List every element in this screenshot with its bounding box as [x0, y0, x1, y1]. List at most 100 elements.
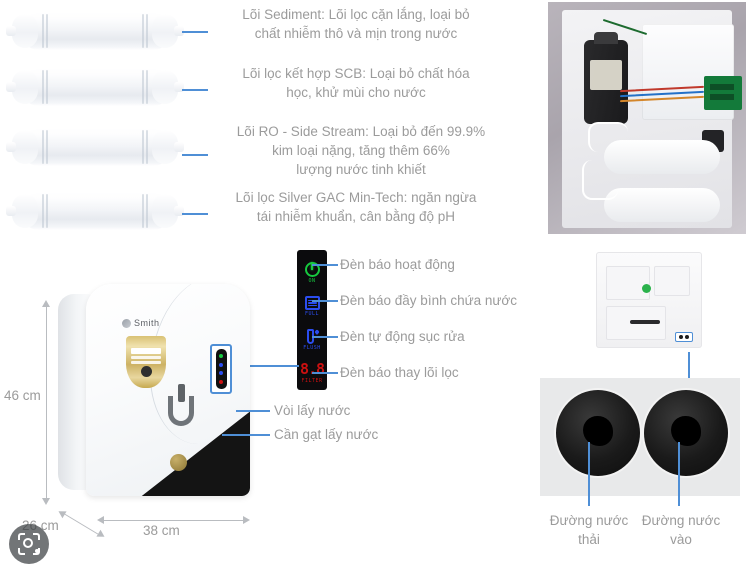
- dimension-line-width: [104, 520, 244, 521]
- cartridge-nozzle-right: [174, 206, 184, 216]
- filter-cartridge-ro: [6, 124, 184, 170]
- filter-label-ro: Lõi RO - Side Stream: Loại bỏ đến 99.9% …: [236, 124, 486, 177]
- badge-stripe: [131, 347, 161, 354]
- cartridge-cap-left: [12, 130, 38, 164]
- cartridge-nozzle-right: [174, 82, 184, 92]
- cartridge-nozzle-left: [6, 206, 16, 216]
- label-waste-line: Đường nước thải: [549, 513, 629, 547]
- cartridge-cap-left: [12, 194, 38, 228]
- led-caption-on: ON: [308, 277, 316, 284]
- port-waste: [678, 335, 683, 339]
- callout-line-ports: [688, 352, 690, 378]
- back-panel-left: [606, 266, 650, 300]
- power-icon: [304, 261, 320, 277]
- callout-line-waste: [588, 442, 590, 506]
- cartridge-rib: [146, 194, 148, 228]
- callout-line-lever: [222, 434, 270, 436]
- cartridge-nozzle-right: [174, 26, 184, 36]
- indicator-panel-onboard: [215, 349, 227, 389]
- cartridge-nozzle-right: [174, 142, 184, 152]
- photo-water-line-grommets: [540, 378, 740, 496]
- callout-line-spout: [236, 410, 270, 412]
- control-board: [704, 76, 742, 110]
- cartridge-rib: [142, 14, 144, 48]
- dimension-line-depth: [61, 512, 99, 535]
- cartridge-nozzle-left: [6, 26, 16, 36]
- water-tube: [582, 160, 618, 200]
- badge-stripe: [131, 355, 161, 359]
- brand-logo: Smith: [122, 318, 160, 328]
- led-flush-dot: [219, 371, 223, 376]
- callout-line-sediment: [182, 31, 208, 33]
- brand-logo-text: Smith: [134, 318, 160, 328]
- led-full-dot: [219, 362, 223, 367]
- led-caption-filter: FILTER: [301, 378, 323, 385]
- cartridge-rib: [42, 14, 44, 48]
- dimension-arrow-left: [97, 516, 104, 524]
- dimension-arrow-up: [42, 300, 50, 307]
- cartridge-rib: [46, 130, 48, 164]
- cartridge-rib: [42, 194, 44, 228]
- water-port-pair-highlight: [675, 332, 693, 342]
- label-inlet-line: Đường nước vào: [641, 513, 721, 547]
- ro-membrane-lower: [604, 188, 720, 222]
- filter-cartridge-scb: [6, 64, 184, 110]
- filter-cartridge-sediment: [6, 8, 184, 54]
- dimension-arrow-right: [243, 516, 250, 524]
- led-filter-dot: [219, 379, 223, 384]
- cartridge-rib: [142, 70, 144, 104]
- cartridge-cap-right: [152, 70, 178, 104]
- label-lever: Cần gạt lấy nước: [274, 427, 379, 442]
- label-spout: Vòi lấy nước: [274, 403, 351, 418]
- indicator-panel-highlight: [210, 344, 232, 394]
- brand-mark-icon: [642, 284, 651, 293]
- led-label-power: Đèn báo hoạt động: [340, 257, 455, 272]
- back-panel-right: [654, 266, 690, 296]
- photo-internal-view: [548, 2, 746, 234]
- product-badge: [126, 336, 166, 388]
- led-power-dot: [219, 354, 223, 359]
- cartridge-nozzle-left: [6, 142, 16, 152]
- filter-digits-icon: 8.8: [299, 360, 325, 379]
- photo-back-panel: [590, 248, 708, 352]
- led-row-full: FULL: [304, 290, 320, 324]
- pump-motor: [584, 32, 628, 124]
- cartridge-rib: [146, 14, 148, 48]
- water-tube: [588, 122, 628, 152]
- port-inlet: [685, 335, 690, 339]
- faucet-spout: [168, 396, 194, 426]
- callout-line-filter: [312, 372, 338, 374]
- led-label-filter: Đèn báo thay lõi lọc: [340, 365, 459, 380]
- indicator-panel-enlarged: ON FULL FLUSH 8.8 FILTER: [297, 250, 327, 390]
- led-label-flush: Đèn tự động sục rửa: [340, 329, 465, 344]
- internal-housing: [562, 10, 742, 228]
- callout-line-ro: [182, 154, 208, 156]
- led-caption-full: FULL: [304, 310, 320, 317]
- badge-emblem-icon: [140, 365, 152, 377]
- badge-stripe: [131, 360, 161, 364]
- cartridge-rib: [42, 70, 44, 104]
- grommet-waste: [556, 390, 640, 476]
- back-housing: [596, 252, 702, 348]
- cartridge-nozzle-left: [6, 82, 16, 92]
- brand-logo-icon: [122, 318, 131, 328]
- cartridge-cap-right: [152, 130, 178, 164]
- dimension-height-label: 46 cm: [4, 388, 41, 403]
- faucet-neck: [178, 384, 185, 402]
- drain-knob: [170, 454, 187, 471]
- cartridge-cap-left: [12, 70, 38, 104]
- filter-label-sediment: Lõi Sediment: Lõi lọc cặn lắng, loại bỏ …: [242, 7, 470, 41]
- google-lens-button[interactable]: [9, 524, 49, 564]
- callout-line-inlet: [678, 442, 680, 506]
- cartridge-cap-right: [152, 194, 178, 228]
- cartridge-cap-right: [152, 14, 178, 48]
- cartridge-rib: [46, 70, 48, 104]
- led-row-flush: FLUSH: [303, 323, 321, 357]
- cartridge-rib: [46, 14, 48, 48]
- filter-label-scb: Lõi lọc kết hợp SCB: Loại bỏ chất hóa họ…: [242, 66, 470, 100]
- back-vent-slot: [630, 320, 660, 324]
- cartridge-rib: [42, 130, 44, 164]
- grommet-inlet: [644, 390, 728, 476]
- pump-cap: [594, 32, 618, 44]
